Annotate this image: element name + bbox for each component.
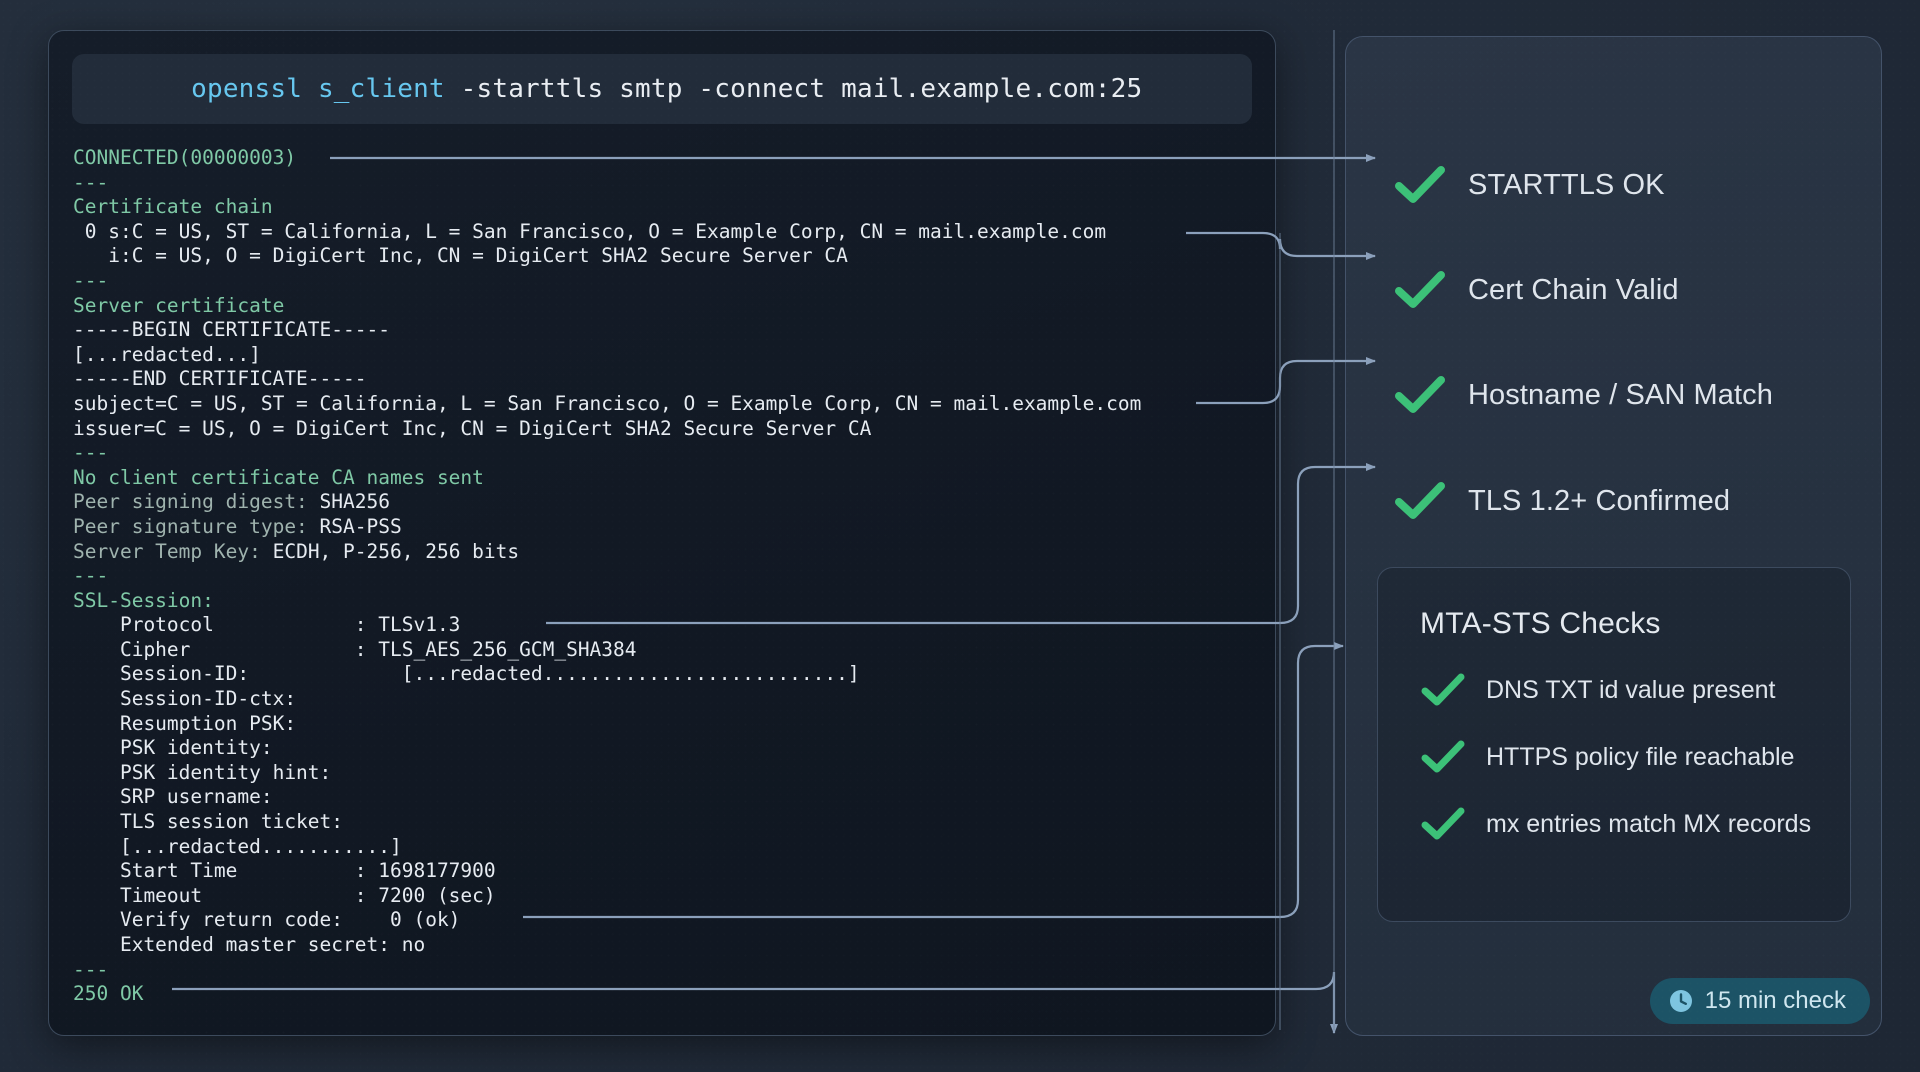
terminal-value: SHA256 xyxy=(319,490,390,514)
mta-row-dns-txt[interactable]: DNS TXT id value present xyxy=(1420,673,1776,707)
terminal-value: RSA-PSS xyxy=(319,514,402,538)
terminal-line: 250 OK xyxy=(73,982,144,1006)
terminal-line: Certificate chain xyxy=(73,195,273,219)
terminal-line: 0 s:C = US, ST = California, L = San Fra… xyxy=(73,219,1107,243)
mta-row-mx-entries[interactable]: mx entries match MX records xyxy=(1420,807,1811,841)
check-icon xyxy=(1421,740,1465,773)
check-icon xyxy=(1395,376,1445,413)
mta-row-label: HTTPS policy file reachable xyxy=(1486,742,1795,771)
check-label: TLS 1.2+ Confirmed xyxy=(1468,484,1731,517)
terminal-line: TLS session ticket: xyxy=(73,810,344,834)
terminal-line: -----BEGIN CERTIFICATE----- xyxy=(73,318,390,342)
terminal-line: Start Time : 1698177900 xyxy=(73,859,496,883)
terminal-line: Session-ID-ctx: xyxy=(73,687,297,711)
routing-rails xyxy=(1279,30,1335,1030)
interval-badge[interactable]: 15 min check xyxy=(1649,978,1870,1024)
terminal-key: Server Temp Key: xyxy=(73,539,273,563)
check-label: Cert Chain Valid xyxy=(1468,273,1679,306)
mta-row-label: DNS TXT id value present xyxy=(1486,675,1776,704)
terminal-line: subject=C = US, ST = California, L = San… xyxy=(73,391,1142,415)
terminal-line: Extended master secret: no xyxy=(73,933,426,956)
check-row-starttls[interactable]: STARTTLS OK xyxy=(1394,165,1665,205)
terminal-line: Server Temp Key: ECDH, P-256, 256 bits xyxy=(73,540,1259,565)
terminal-key: Peer signing digest: xyxy=(73,490,320,514)
command-keyword: openssl s_client xyxy=(191,74,445,104)
terminal-line: Cipher : TLS_AES_256_GCM_SHA384 xyxy=(73,637,637,661)
terminal-line: --- xyxy=(73,268,109,292)
terminal-line: Resumption PSK: xyxy=(73,711,297,735)
terminal-line: SRP username: xyxy=(73,785,273,809)
terminal-line: -----END CERTIFICATE----- xyxy=(73,367,367,391)
check-icon xyxy=(1395,166,1445,203)
terminal-panel: openssl s_client -starttls smtp -connect… xyxy=(48,30,1276,1036)
terminal-line: [...redacted...........] xyxy=(73,834,402,858)
command-line: openssl s_client -starttls smtp -connect… xyxy=(96,44,1142,134)
check-icon xyxy=(1395,482,1445,519)
terminal-output[interactable]: CONNECTED(00000003)---Certificate chain … xyxy=(72,146,1259,1019)
command-bar[interactable]: openssl s_client -starttls smtp -connect… xyxy=(72,54,1252,124)
terminal-key: Peer signature type: xyxy=(73,514,320,538)
badge-label: 15 min check xyxy=(1704,987,1846,1014)
mta-sts-title: MTA-STS Checks xyxy=(1420,607,1661,640)
terminal-line: No client certificate CA names sent xyxy=(73,465,484,489)
check-row-tls-version[interactable]: TLS 1.2+ Confirmed xyxy=(1394,481,1730,521)
command-args: -starttls smtp -connect mail.example.com… xyxy=(444,74,1143,104)
mta-row-label: mx entries match MX records xyxy=(1486,809,1812,838)
checks-panel: STARTTLS OK Cert Chain Valid Hostname / … xyxy=(1345,36,1882,1036)
terminal-line: Timeout : 7200 (sec) xyxy=(73,883,496,907)
terminal-line: CONNECTED(00000003) xyxy=(73,146,297,169)
terminal-line: Peer signature type: RSA-PSS xyxy=(73,515,1259,540)
terminal-line: --- xyxy=(73,564,109,588)
terminal-line: --- xyxy=(73,957,109,981)
clock-icon xyxy=(1669,990,1692,1012)
terminal-line: Peer signing digest: SHA256 xyxy=(73,490,1259,515)
check-label: STARTTLS OK xyxy=(1468,168,1665,201)
check-row-cert-chain[interactable]: Cert Chain Valid xyxy=(1394,270,1679,310)
mta-sts-card: MTA-STS Checks DNS TXT id value present … xyxy=(1377,567,1851,922)
terminal-line: Session-ID: [...redacted................… xyxy=(73,662,860,686)
terminal-line: issuer=C = US, O = DigiCert Inc, CN = Di… xyxy=(73,416,872,440)
check-row-hostname[interactable]: Hostname / SAN Match xyxy=(1394,375,1773,415)
mta-row-https-policy[interactable]: HTTPS policy file reachable xyxy=(1420,740,1794,774)
check-icon xyxy=(1395,271,1445,308)
terminal-line: --- xyxy=(73,170,109,194)
terminal-line: [...redacted...] xyxy=(73,342,261,366)
terminal-line: Server certificate xyxy=(73,293,285,317)
terminal-line: Verify return code: 0 (ok) xyxy=(73,908,461,932)
terminal-line: i:C = US, O = DigiCert Inc, CN = DigiCer… xyxy=(73,244,848,268)
check-icon xyxy=(1421,807,1465,840)
check-label: Hostname / SAN Match xyxy=(1468,378,1773,411)
check-icon xyxy=(1421,673,1465,706)
terminal-line: SSL-Session: xyxy=(73,588,214,612)
terminal-line: Protocol : TLSv1.3 xyxy=(73,613,461,637)
terminal-line: PSK identity: xyxy=(73,736,273,760)
terminal-line: PSK identity hint: xyxy=(73,760,332,784)
terminal-line: --- xyxy=(73,441,109,465)
terminal-value: ECDH, P-256, 256 bits xyxy=(272,539,520,563)
